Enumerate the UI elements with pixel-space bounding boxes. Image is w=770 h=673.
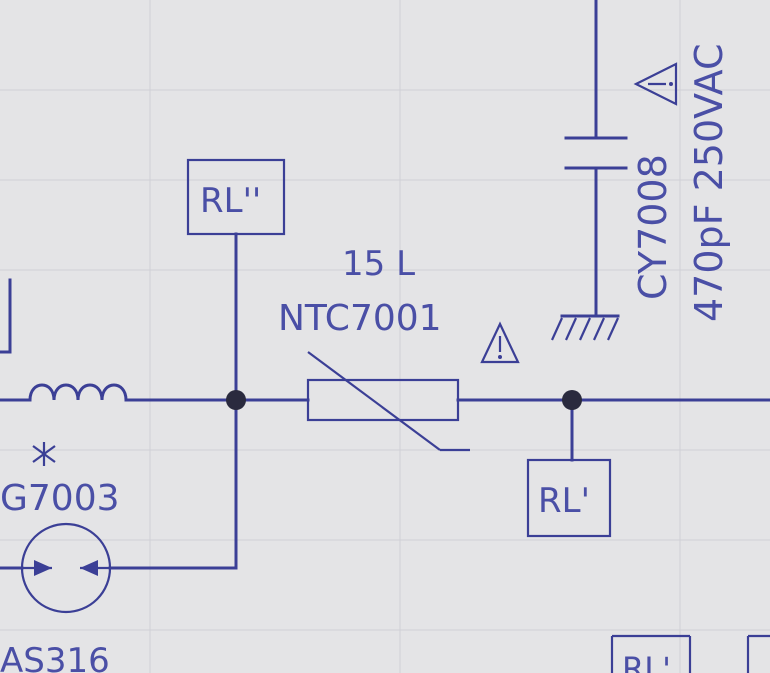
- relay-contact-top: RL'': [186, 158, 286, 236]
- relay-contact-corner: RL': [610, 634, 770, 673]
- capacitor-rating: 470pF 250VAC: [687, 43, 731, 322]
- warning-triangle-icon: [480, 321, 520, 364]
- relay-top-label: RL'': [200, 181, 261, 221]
- capacitor-rating-group: 470pF 250VAC: [687, 43, 731, 322]
- diode-ref: AS316: [0, 641, 110, 673]
- capacitor-ref-group: CY7008: [631, 154, 675, 300]
- inductor-g7003: G7003: [0, 383, 128, 519]
- capacitor-cy7008: [564, 136, 628, 170]
- relay-contact-right: RL': [526, 458, 612, 538]
- ntc-value: 15 L: [342, 244, 415, 284]
- junction-left: [226, 390, 246, 410]
- inductor-mark: [32, 442, 56, 466]
- junction-right: [562, 390, 582, 410]
- relay-right-label: RL': [538, 481, 590, 521]
- relay-corner-label: RL': [622, 650, 671, 673]
- inductor-ref: G7003: [0, 478, 120, 519]
- warning-triangle-icon: [633, 62, 678, 106]
- diode-component: AS316: [0, 522, 112, 673]
- ntc-thermistor: 15 L NTC7001: [278, 244, 470, 452]
- chassis-ground-icon: [550, 314, 620, 341]
- ntc-ref: NTC7001: [278, 298, 442, 339]
- capacitor-ref: CY7008: [631, 154, 675, 300]
